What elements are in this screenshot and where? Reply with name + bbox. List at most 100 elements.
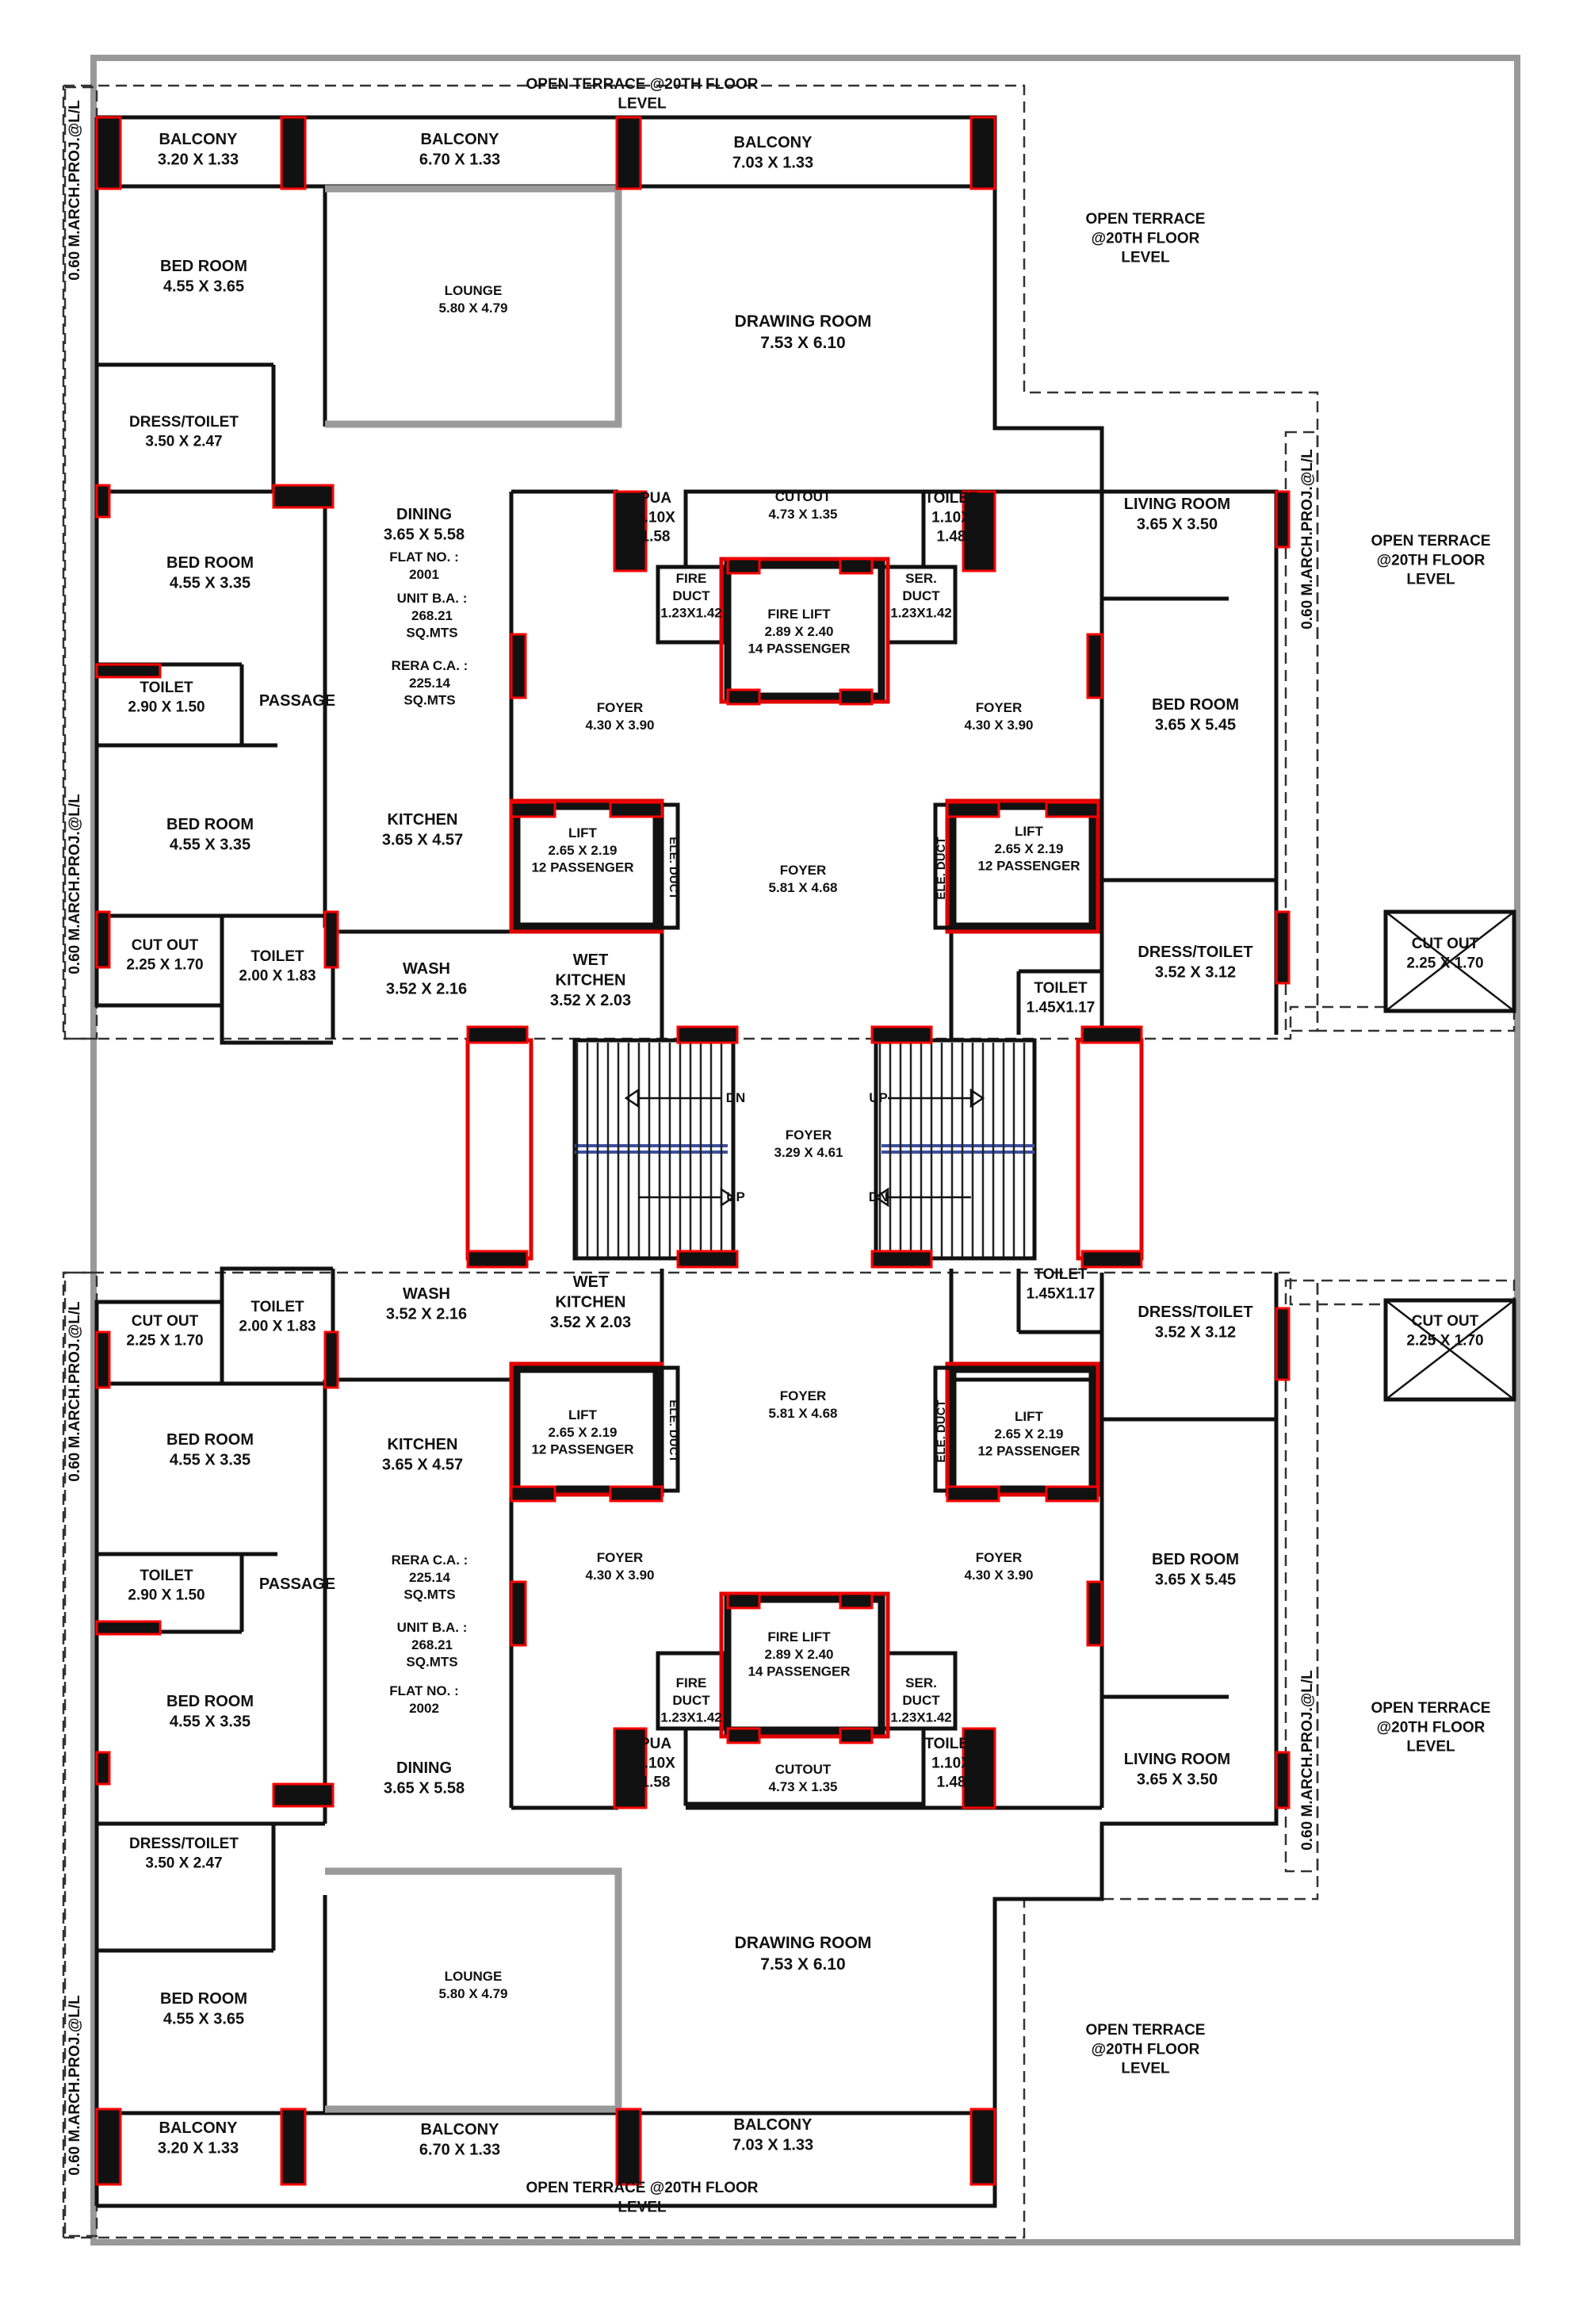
stair-up-label: UP — [726, 1189, 745, 1204]
wall-pier — [1275, 1751, 1291, 1809]
projection-label: 0.60 M.ARCH.PROJ.@L/L — [1299, 449, 1316, 630]
wall-pier — [510, 801, 556, 818]
projection-label: 0.60 M.ARCH.PROJ.@L/L — [1299, 1670, 1316, 1851]
wall-pier — [323, 1330, 339, 1389]
site-boundary — [90, 55, 1520, 2246]
wall-pier — [1086, 1580, 1103, 1647]
wall-pier — [870, 1025, 933, 1044]
wall-pier — [510, 1580, 527, 1647]
wall-piers — [95, 116, 1291, 2186]
projection-label: 0.60 M.ARCH.PROJ.@L/L — [67, 1301, 83, 1482]
wall-pier — [609, 801, 663, 818]
wall-pier — [510, 1485, 556, 1503]
wall-pier — [839, 688, 874, 706]
projection-label: 0.60 M.ARCH.PROJ.@L/L — [67, 1995, 83, 2176]
lounge-partition-bottom — [325, 1867, 622, 2113]
wall-pier — [969, 116, 996, 190]
wall-pier — [466, 1250, 529, 1269]
wall-pier — [95, 1751, 111, 1786]
label-b-flat-no: FLAT NO. :2002 — [389, 1683, 459, 1716]
cutout-right-boxes — [1383, 909, 1516, 1402]
wall-pier — [1080, 1025, 1143, 1044]
wall-pier — [280, 116, 307, 190]
wall-pier — [510, 633, 527, 699]
wall-pier — [946, 801, 1000, 818]
wall-pier — [613, 490, 648, 572]
wall-pier — [95, 116, 122, 190]
terrace-outline — [62, 84, 1516, 2239]
wall-pier — [95, 2108, 122, 2186]
label-t-passage: PASSAGE — [259, 692, 335, 710]
wall-pier — [676, 1250, 739, 1269]
wall-pier — [839, 1727, 874, 1744]
wall-pier — [1086, 633, 1103, 699]
projection-label: 0.60 M.ARCH.PROJ.@L/L — [67, 100, 83, 281]
wall-pier — [676, 1025, 739, 1044]
wall-pier — [726, 1727, 761, 1744]
staircase-left — [465, 1038, 736, 1261]
projection-label: 0.60 M.ARCH.PROJ.@L/L — [67, 794, 83, 974]
wall-pier — [1080, 1250, 1143, 1269]
wall-pier — [962, 490, 996, 572]
stair-steps-right — [878, 1043, 1026, 1257]
label-b-passage: PASSAGE — [259, 1575, 335, 1593]
wall-pier — [726, 688, 761, 706]
wall-pier — [95, 1330, 111, 1389]
wall-pier — [839, 557, 874, 575]
wall-pier — [726, 1592, 761, 1610]
stair-dn-label: DN — [869, 1189, 889, 1204]
wall-pier — [615, 2108, 642, 2186]
bottom-core — [509, 1361, 1100, 1806]
ele-duct-label: ELE. DUCT — [667, 1399, 680, 1462]
label-t-flat-no: FLAT NO. :2001 — [389, 549, 459, 582]
wall-pier — [969, 2108, 996, 2186]
wall-pier — [95, 663, 162, 679]
wall-pier — [95, 1620, 162, 1636]
